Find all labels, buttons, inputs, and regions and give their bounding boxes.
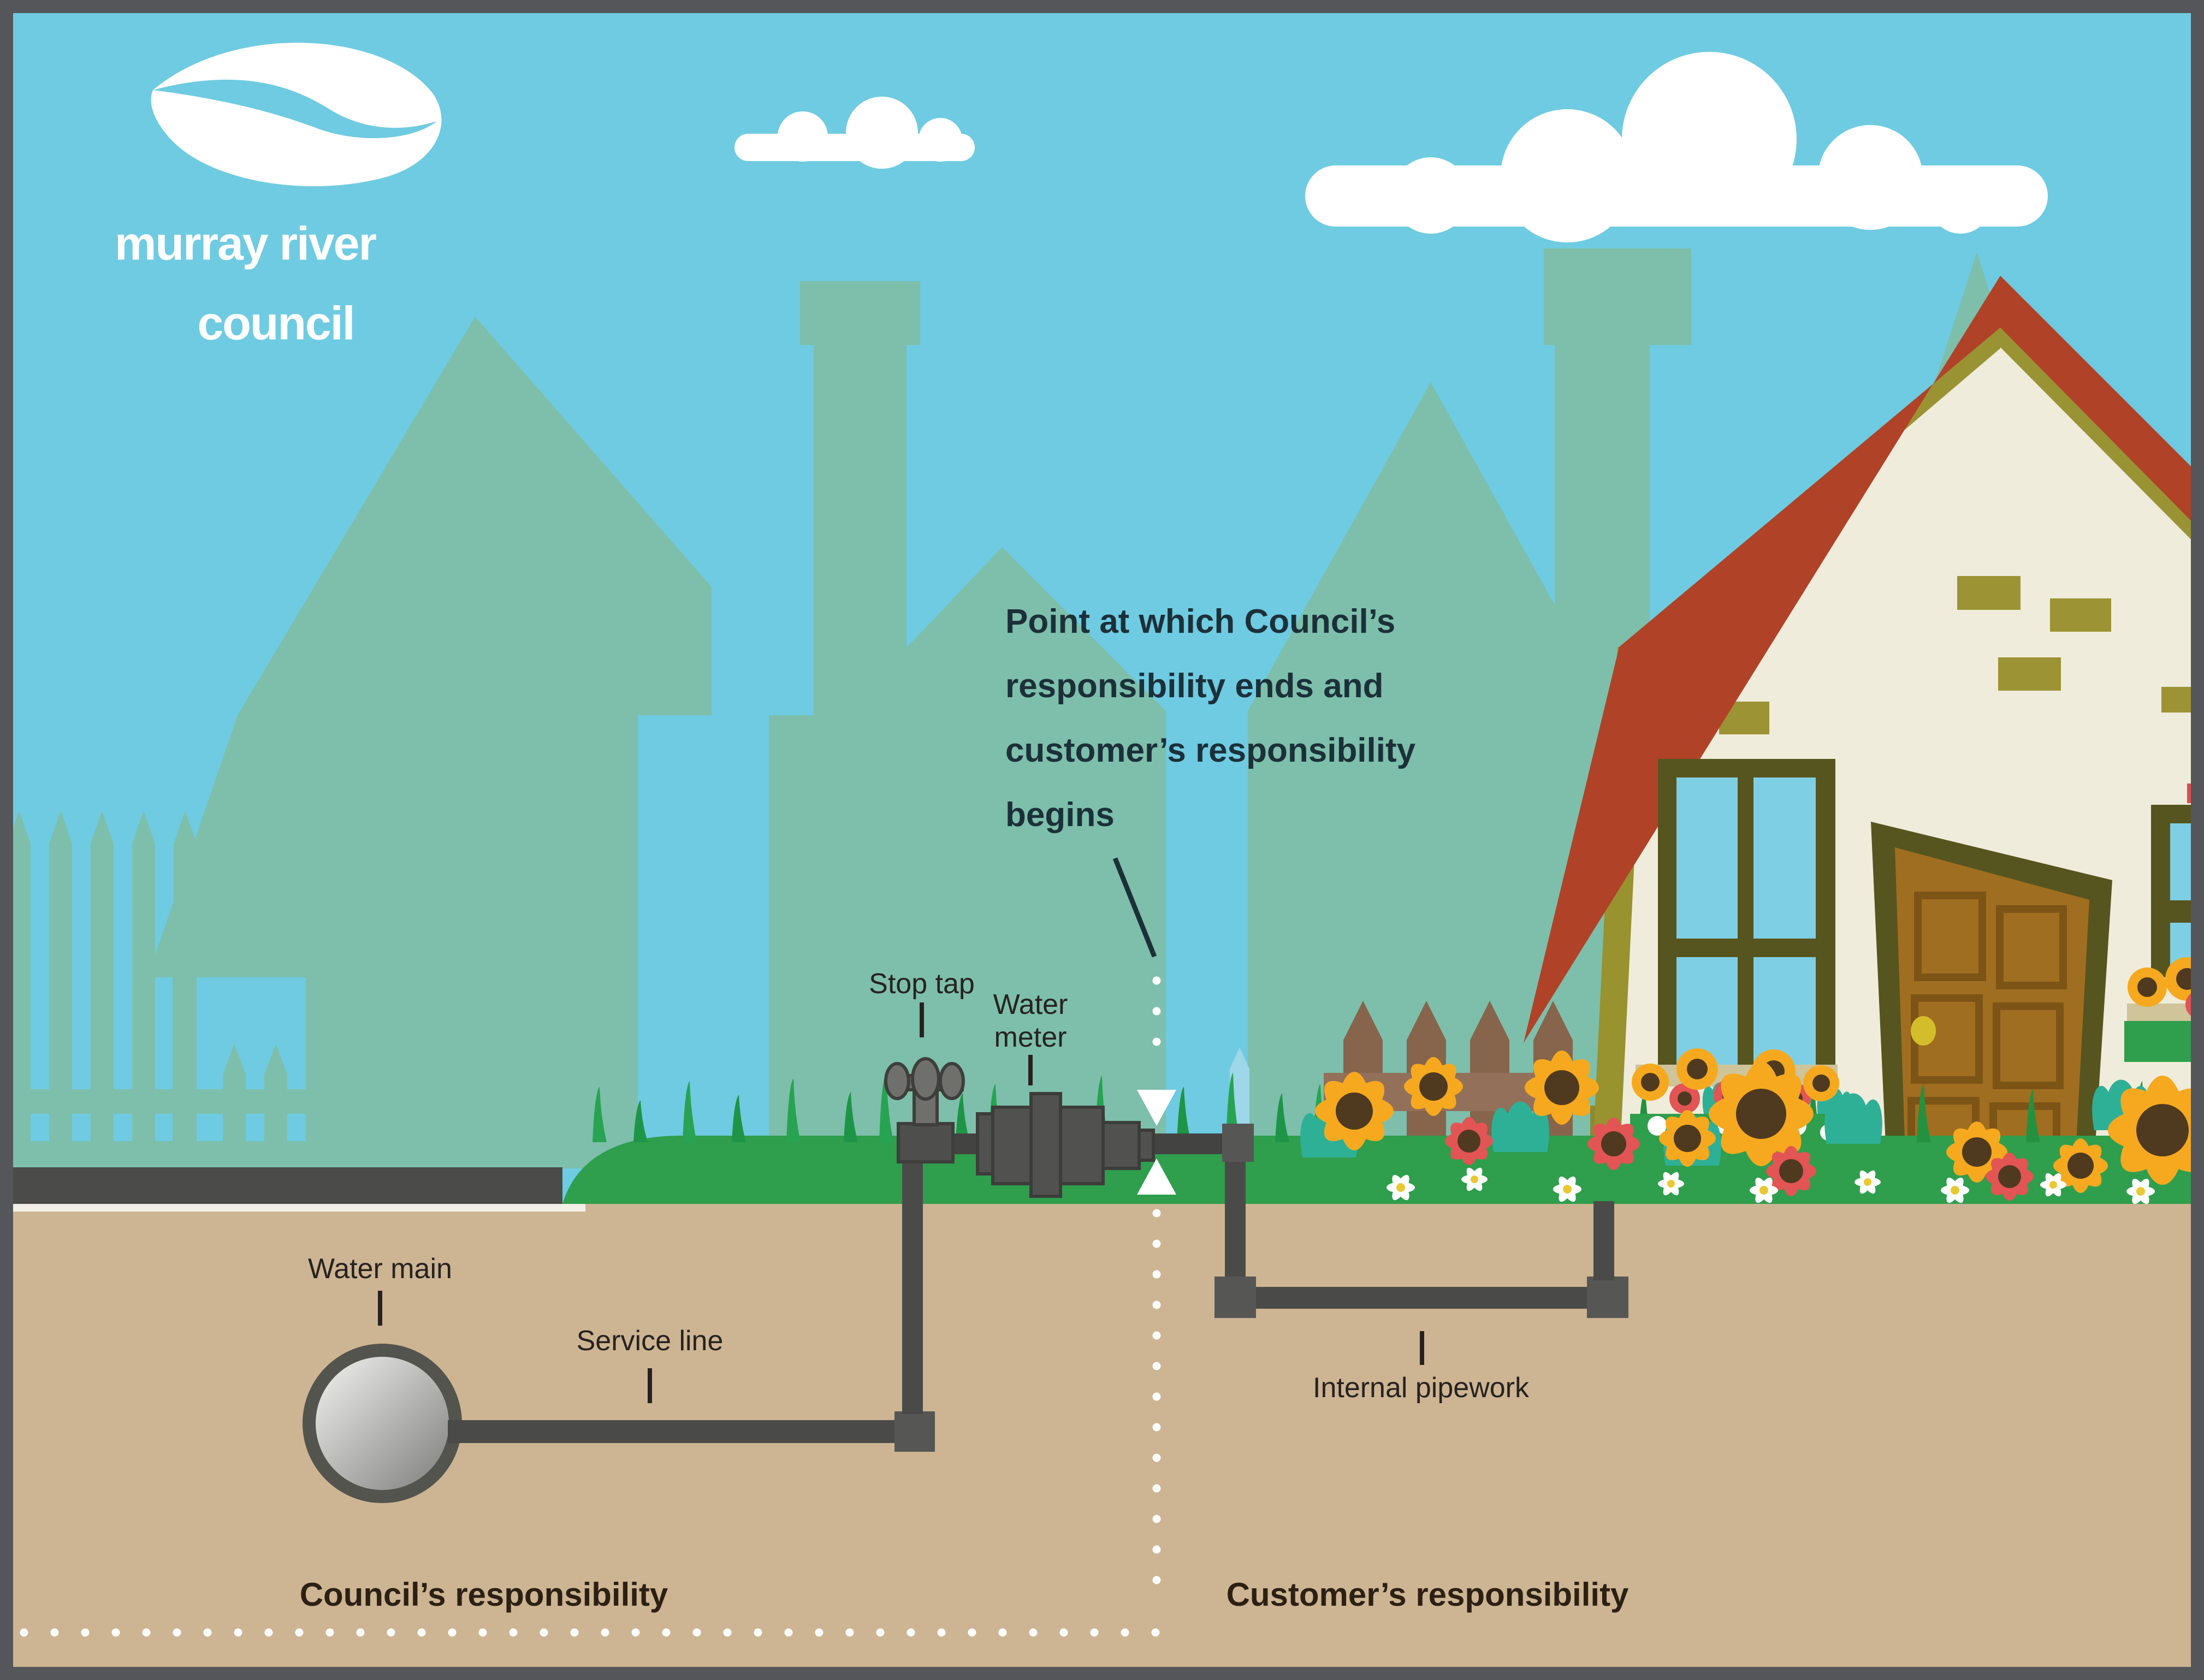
water-main-tick (378, 1291, 382, 1326)
tree-arrow-left (147, 317, 712, 1168)
elbow-joint (1222, 1124, 1254, 1162)
service-line-tick (648, 1368, 652, 1403)
down-pipe (1225, 1157, 1246, 1294)
house-riser-pipe (1593, 1201, 1614, 1280)
service-line-joint (894, 1411, 935, 1452)
water-main-pipe (303, 1344, 462, 1503)
skyline-silhouettes (0, 248, 2031, 1170)
red-flowers (1445, 1117, 2034, 1201)
responsibility-point-label: Point at which Council’s responsibility … (1005, 590, 1415, 847)
door-knob (1911, 1016, 1936, 1046)
house-silhouette-mid (846, 547, 1166, 1168)
tree-arrow-right (1248, 382, 1614, 1136)
riser-pipe (902, 1152, 923, 1414)
stop-tap-valve (884, 1057, 965, 1163)
stop-tap-label: Stop tap (869, 968, 975, 1000)
pipe-network (303, 1057, 1628, 1503)
window-left (1658, 759, 1835, 1087)
fence-silhouette (0, 811, 311, 1168)
sunflowers (1315, 1050, 2204, 1193)
water-meter-label: Water meter (993, 989, 1068, 1053)
road-curb (0, 1204, 585, 1212)
internal-joint-left (1214, 1277, 1256, 1318)
house-roof-right (2000, 276, 2204, 534)
headline-line: Point at which Council’s (1005, 603, 1396, 640)
pointer-line (1112, 857, 1157, 958)
white-daisies (1387, 1167, 2155, 1204)
council-responsibility-label: Council’s responsibility (299, 1576, 668, 1613)
headline-line: begins (1005, 796, 1115, 834)
internal-pipework-tick (1420, 1331, 1424, 1365)
logo-text-line2: council (197, 297, 355, 350)
stop-tap-tick (920, 1002, 924, 1037)
service-line-pipe (448, 1420, 928, 1443)
house (1524, 276, 2204, 1204)
water-meter-tick (1028, 1055, 1033, 1085)
cloud-small (734, 97, 975, 169)
internal-pipework-label: Internal pipework (1313, 1372, 1529, 1404)
water-main-label: Water main (308, 1253, 452, 1285)
front-door (1871, 822, 2112, 1204)
customer-responsibility-label: Customer’s responsibility (1226, 1576, 1629, 1613)
house-roof (1524, 276, 2000, 1043)
service-line-label: Service line (576, 1325, 724, 1357)
logo-text-line1: murray river (115, 217, 377, 270)
internal-pipe (1226, 1287, 1595, 1309)
road (0, 1167, 562, 1204)
headline-line: responsibility ends and (1005, 667, 1384, 705)
cloud-large (1305, 52, 2048, 242)
flower-garden (1300, 957, 2204, 1204)
internal-joint-right (1587, 1277, 1628, 1318)
window-box-right (2124, 1021, 2204, 1062)
water-meter-device (976, 1092, 1155, 1198)
headline-line: customer’s responsibility (1005, 732, 1416, 769)
council-logo-swoosh-icon (151, 43, 442, 187)
boundary-arrow-down (1137, 1090, 1176, 1126)
boundary-arrow-up (1137, 1159, 1176, 1195)
